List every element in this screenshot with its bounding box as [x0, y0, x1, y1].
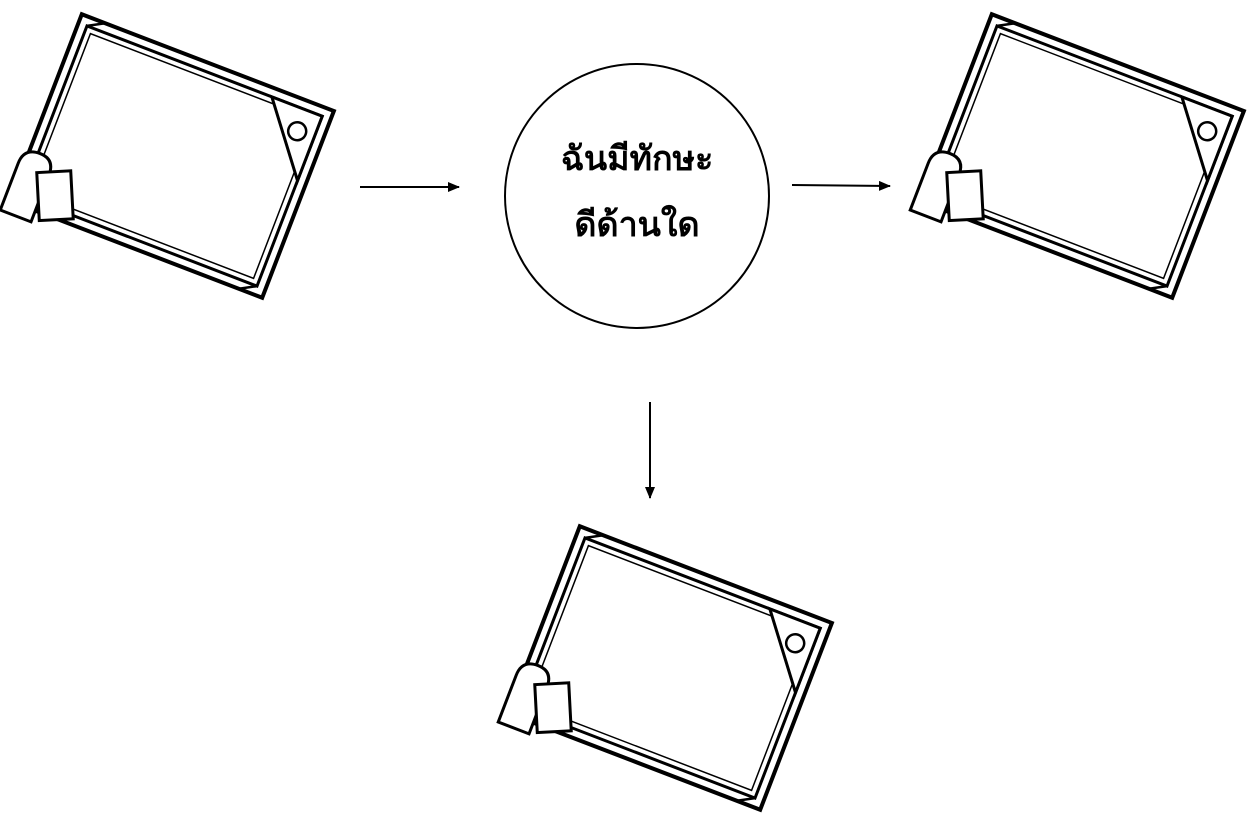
center-circle: [504, 63, 770, 329]
decorative-frame-icon: [0, 10, 336, 311]
decorative-frame-icon: [496, 522, 834, 821]
center-text-line2: ดีด้านใด: [574, 204, 699, 245]
photo-frame-left: [0, 10, 336, 311]
arrow-to-right-frame: [791, 180, 891, 191]
center-text-line1: ฉันมีทักษะ: [561, 139, 714, 179]
decorative-frame-icon: [908, 10, 1246, 311]
photo-frame-bottom: [496, 522, 834, 821]
photo-frame-right: [908, 10, 1246, 311]
